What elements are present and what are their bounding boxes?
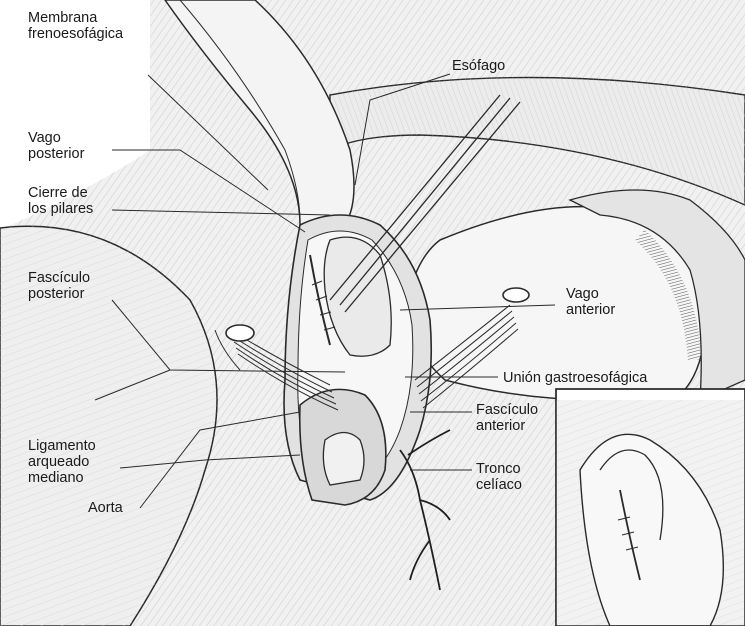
detail-inset [556,389,745,626]
aorta [323,433,364,486]
label-esofago: Esófago [452,58,505,74]
anterior-clamp [503,288,529,302]
label-union-gastroesofagica: Unión gastroesofágica [503,370,647,386]
label-aorta: Aorta [88,500,123,516]
posterior-clamp [226,325,254,341]
